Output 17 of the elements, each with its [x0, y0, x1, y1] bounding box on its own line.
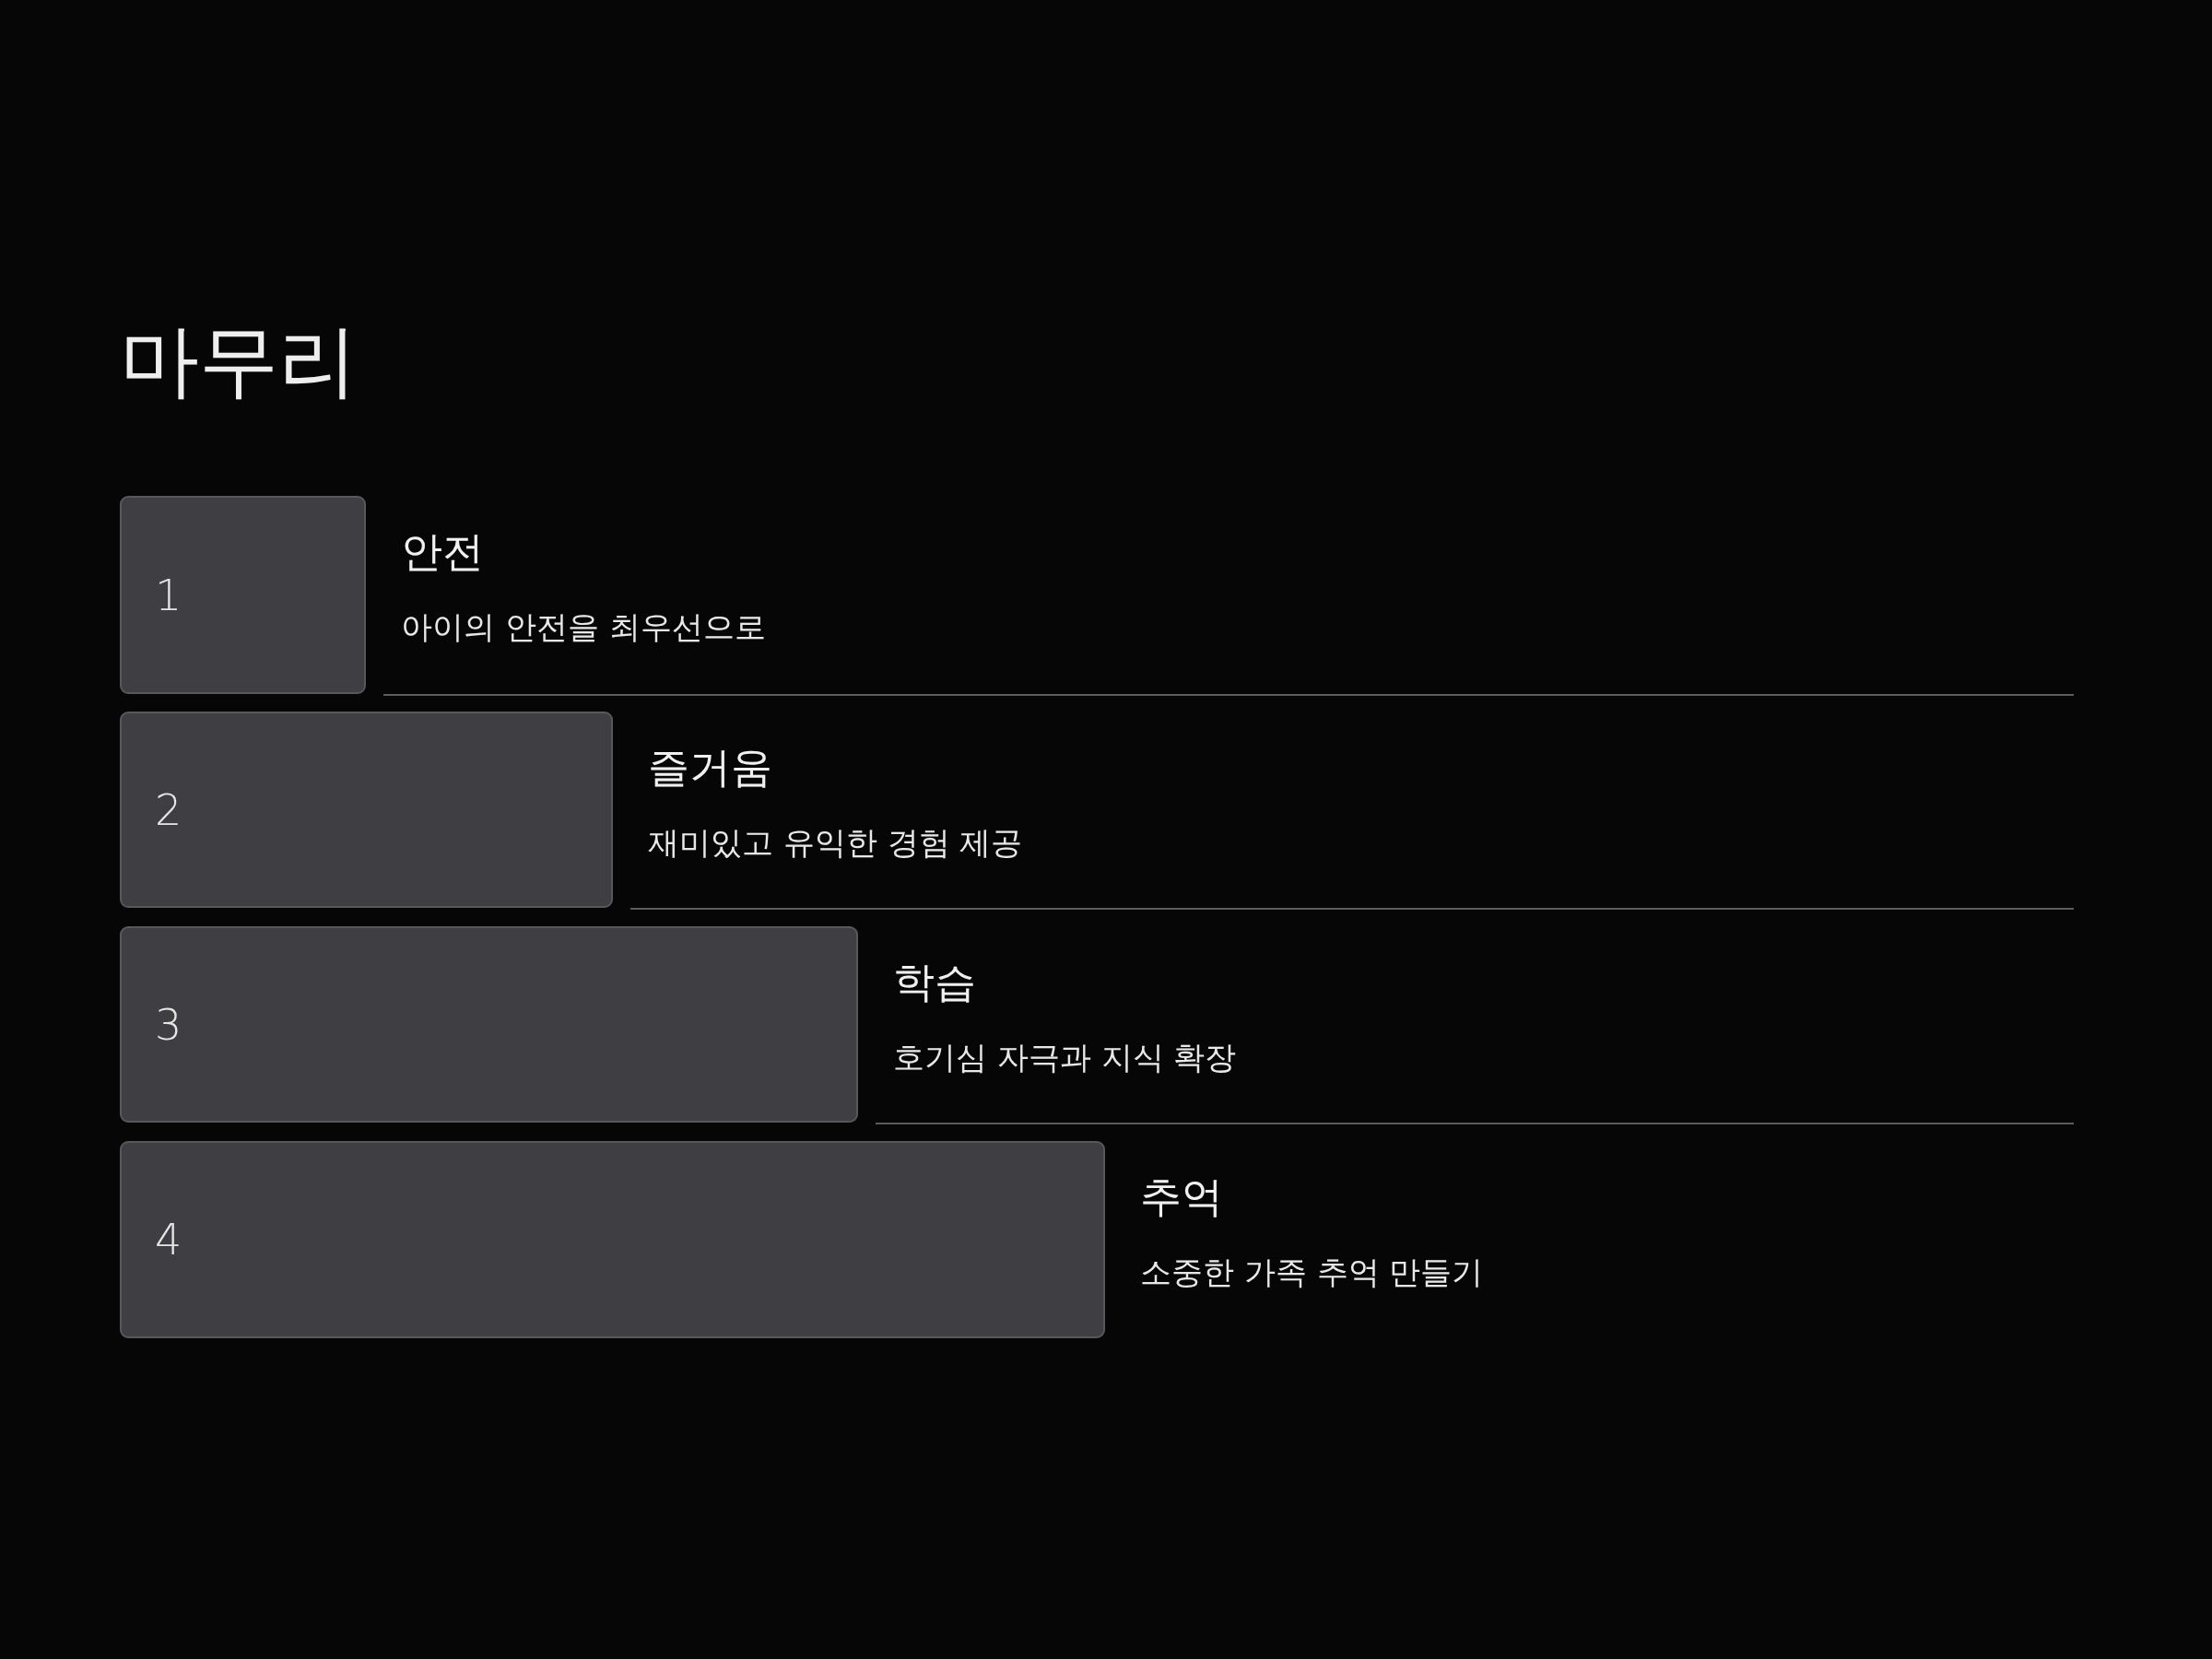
step-description: 호기심 자극과 지식 확장	[893, 1039, 1237, 1077]
step-heading: 추억	[1140, 1172, 1223, 1222]
numbered-bar	[120, 926, 858, 1123]
step-number: 4	[155, 1216, 182, 1264]
slide-title: 마무리	[120, 315, 358, 406]
numbered-bar	[120, 1141, 1105, 1338]
step-heading: 안전	[401, 527, 484, 577]
numbered-bar	[120, 712, 613, 908]
step-number: 2	[155, 786, 182, 833]
step-description: 아이의 안전을 최우선으로	[401, 608, 766, 646]
step-description: 재미있고 유익한 경험 제공	[648, 824, 1023, 862]
step-number: 1	[155, 571, 182, 618]
step-heading: 즐거움	[648, 743, 772, 793]
step-description: 소중한 가족 추억 만들기	[1140, 1253, 1484, 1291]
step-heading: 학습	[893, 958, 976, 1007]
numbered-bar	[120, 496, 366, 694]
step-number: 3	[155, 1001, 182, 1048]
